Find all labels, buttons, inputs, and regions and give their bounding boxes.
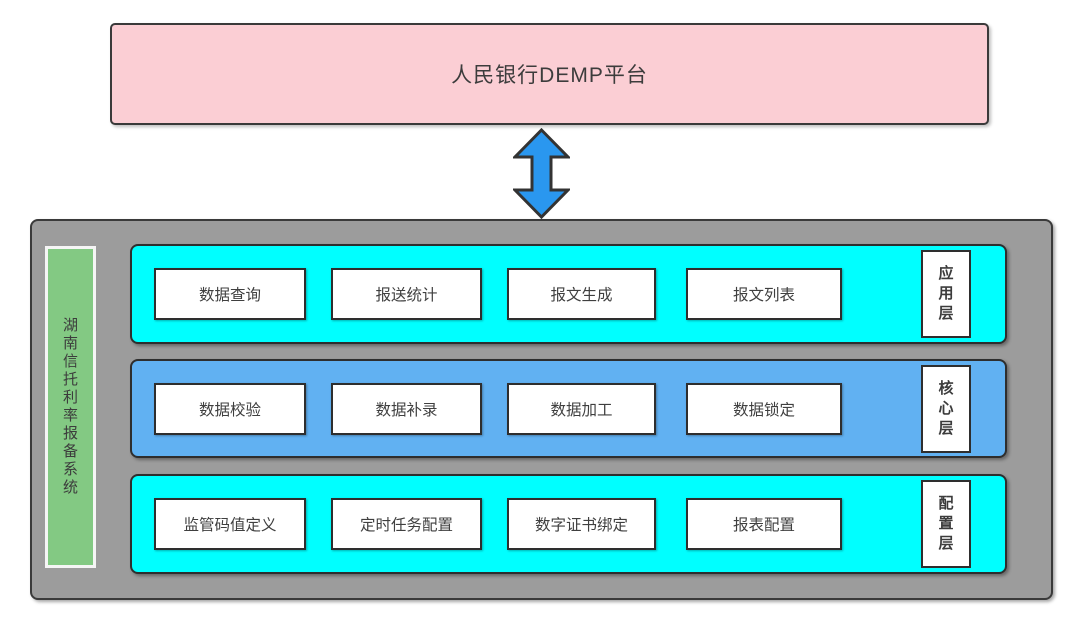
module-label: 数据补录 — [375, 401, 438, 419]
module-box: 定时任务配置 — [331, 498, 482, 550]
layer-label-core: 核心层 — [921, 364, 971, 453]
module-box: 报送统计 — [331, 268, 482, 320]
system-name-bar: 湖南信托利率报备系统 — [45, 246, 96, 568]
module-box: 数据锁定 — [686, 382, 842, 435]
module-box: 报文列表 — [686, 268, 842, 320]
layer-application: 数据查询 报送统计 报文生成 报文列表 应用层 — [130, 244, 1007, 344]
module-label: 定时任务配置 — [359, 517, 453, 534]
double-arrow-icon — [513, 128, 570, 219]
module-box: 数据查询 — [154, 268, 306, 320]
module-label: 报表配置 — [732, 517, 795, 534]
layer-label-configuration: 配置层 — [921, 480, 971, 568]
module-box: 数据补录 — [331, 382, 482, 435]
module-box: 报文生成 — [507, 268, 656, 320]
module-label: 数据加工 — [550, 401, 613, 419]
module-label: 报送统计 — [375, 287, 438, 304]
layer-label-text: 核心层 — [938, 379, 954, 437]
module-box: 报表配置 — [686, 498, 842, 550]
module-label: 报文列表 — [732, 287, 795, 304]
demp-platform-label: 人民银行DEMP平台 — [451, 64, 648, 87]
system-container: 湖南信托利率报备系统 数据查询 报送统计 报文生成 报文列表 应用层 数据校验 … — [30, 219, 1053, 600]
module-box: 数据校验 — [154, 382, 306, 435]
module-label: 监管码值定义 — [183, 517, 277, 534]
double-arrow-shape — [513, 128, 570, 219]
module-label: 数据锁定 — [732, 401, 795, 419]
module-box: 数据加工 — [507, 382, 656, 435]
demp-platform-box: 人民银行DEMP平台 — [110, 23, 989, 125]
system-name-label: 湖南信托利率报备系统 — [62, 317, 78, 496]
layer-label-text: 应用层 — [938, 265, 954, 322]
module-label: 报文生成 — [550, 287, 613, 304]
layer-configuration: 监管码值定义 定时任务配置 数字证书绑定 报表配置 配置层 — [130, 474, 1007, 574]
layer-label-application: 应用层 — [921, 250, 971, 338]
module-label: 数据校验 — [198, 401, 261, 419]
module-box: 监管码值定义 — [154, 498, 306, 550]
module-label: 数字证书绑定 — [534, 517, 628, 534]
module-label: 数据查询 — [198, 287, 261, 304]
layer-label-text: 配置层 — [938, 495, 954, 552]
layer-core: 数据校验 数据补录 数据加工 数据锁定 核心层 — [130, 359, 1007, 458]
module-box: 数字证书绑定 — [507, 498, 656, 550]
